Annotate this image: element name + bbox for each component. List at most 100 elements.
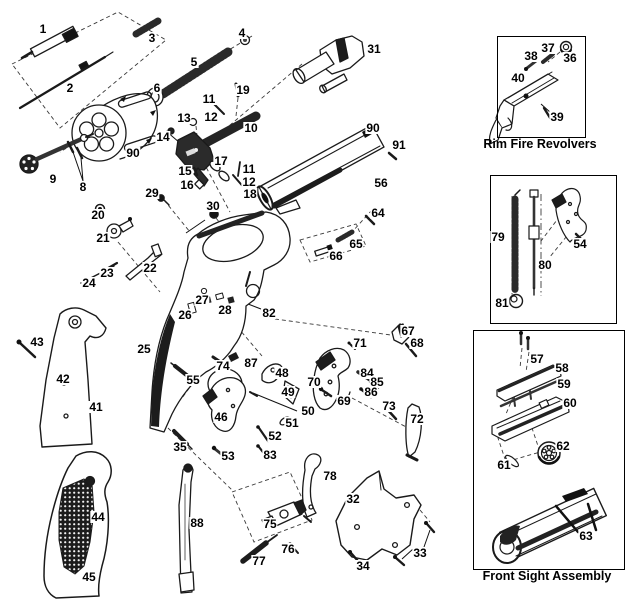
part-label-83: 83 <box>262 448 278 462</box>
part-label-75: 75 <box>262 517 278 531</box>
part-label-33: 33 <box>412 546 428 560</box>
frontsight-caption: Front Sight Assembly <box>482 569 612 583</box>
part-label-67: 67 <box>400 324 416 338</box>
part-label-25: 25 <box>136 342 152 356</box>
part-label-51: 51 <box>284 416 300 430</box>
cylinder-release-part-31 <box>292 35 365 94</box>
part-label-91: 91 <box>391 138 407 152</box>
part-label-86: 86 <box>363 385 379 399</box>
part-label-16: 16 <box>179 178 195 192</box>
part-label-10: 10 <box>243 121 259 135</box>
part-label-31: 31 <box>366 42 382 56</box>
part-label-82: 82 <box>261 306 277 320</box>
part-label-70: 70 <box>306 375 322 389</box>
cylinder-pins-part-8 <box>66 140 84 160</box>
part-label-60: 60 <box>562 396 578 410</box>
ejector-rod-part-2 <box>18 51 114 110</box>
part-label-20: 20 <box>90 208 106 222</box>
part-label-73: 73 <box>381 399 397 413</box>
part-label-26: 26 <box>177 308 193 322</box>
rimfire-caption: Rim Fire Revolvers <box>483 137 597 151</box>
part-label-79: 79 <box>490 230 506 244</box>
part-label-74: 74 <box>215 359 231 373</box>
rimfire-inset-art <box>488 40 573 145</box>
part-label-39: 39 <box>549 110 565 124</box>
rubber-grip-parts-44-45 <box>43 451 112 599</box>
part-label-9: 9 <box>48 172 58 186</box>
part-label-30: 30 <box>205 199 221 213</box>
part-label-19: 19 <box>235 83 251 97</box>
part-label-46: 46 <box>213 410 229 424</box>
part-label-85: 85 <box>369 375 385 389</box>
part-label-49: 49 <box>280 385 296 399</box>
part-label-40: 40 <box>510 71 526 85</box>
frontsight-inset-art <box>491 331 607 564</box>
part-label-59: 59 <box>556 377 572 391</box>
part-label-81: 81 <box>494 296 510 310</box>
parts-64-65-66 <box>314 214 376 257</box>
handspring-inset-box <box>490 175 617 324</box>
part-label-58: 58 <box>554 361 570 375</box>
part-label-12: 12 <box>203 110 219 124</box>
part-label-35: 35 <box>172 440 188 454</box>
part-label-38: 38 <box>523 49 539 63</box>
part-label-77: 77 <box>251 554 267 568</box>
part-label-48: 48 <box>274 366 290 380</box>
part-label-4: 4 <box>237 26 247 40</box>
part-label-22: 22 <box>142 261 158 275</box>
part-label-12: 12 <box>241 175 257 189</box>
rimfire-inset-box <box>497 36 586 138</box>
part-label-44: 44 <box>90 510 106 524</box>
part-label-88: 88 <box>189 516 205 530</box>
part-label-34: 34 <box>355 559 371 573</box>
part-label-21: 21 <box>95 231 111 245</box>
part-label-18: 18 <box>242 187 258 201</box>
part-label-64: 64 <box>370 206 386 220</box>
part-label-53: 53 <box>220 449 236 463</box>
part-label-69: 69 <box>336 394 352 408</box>
part-label-62: 62 <box>555 439 571 453</box>
part-label-15: 15 <box>177 164 193 178</box>
part-label-45: 45 <box>81 570 97 584</box>
ejector-star-part-9 <box>19 133 94 174</box>
part-label-17: 17 <box>213 154 229 168</box>
part-label-2: 2 <box>65 81 75 95</box>
part-label-8: 8 <box>78 180 88 194</box>
part-label-41: 41 <box>88 400 104 414</box>
frame-part-25 <box>149 210 291 433</box>
part-label-27: 27 <box>194 293 210 307</box>
part-label-55: 55 <box>185 373 201 387</box>
part-label-42: 42 <box>55 372 71 386</box>
part-label-78: 78 <box>322 469 338 483</box>
mainspring-strut-part-88 <box>178 463 195 594</box>
part-label-52: 52 <box>267 429 283 443</box>
part-label-32: 32 <box>345 492 361 506</box>
part-label-56: 56 <box>373 176 389 190</box>
part-label-68: 68 <box>409 336 425 350</box>
part-label-1: 1 <box>38 22 48 36</box>
part-label-90: 90 <box>125 146 141 160</box>
part-label-28: 28 <box>217 303 233 317</box>
handspring-inset-art <box>508 187 588 309</box>
cylinder-part-90 <box>71 91 159 162</box>
hammer-block-bar-part-10 <box>195 111 261 151</box>
part-label-11: 11 <box>201 92 217 106</box>
part-label-66: 66 <box>328 249 344 263</box>
part-label-14: 14 <box>155 130 171 144</box>
part-label-43: 43 <box>29 335 45 349</box>
center-pin-part-1 <box>20 25 79 60</box>
part-label-71: 71 <box>352 336 368 350</box>
part-label-37: 37 <box>540 41 556 55</box>
part-label-11: 11 <box>241 162 257 176</box>
part-label-24: 24 <box>81 276 97 290</box>
part-label-65: 65 <box>348 237 364 251</box>
part-label-76: 76 <box>280 542 296 556</box>
part-label-36: 36 <box>562 51 578 65</box>
main-parts <box>16 17 436 599</box>
part-label-6: 6 <box>152 81 162 95</box>
part-label-13: 13 <box>176 111 192 125</box>
part-label-29: 29 <box>144 186 160 200</box>
